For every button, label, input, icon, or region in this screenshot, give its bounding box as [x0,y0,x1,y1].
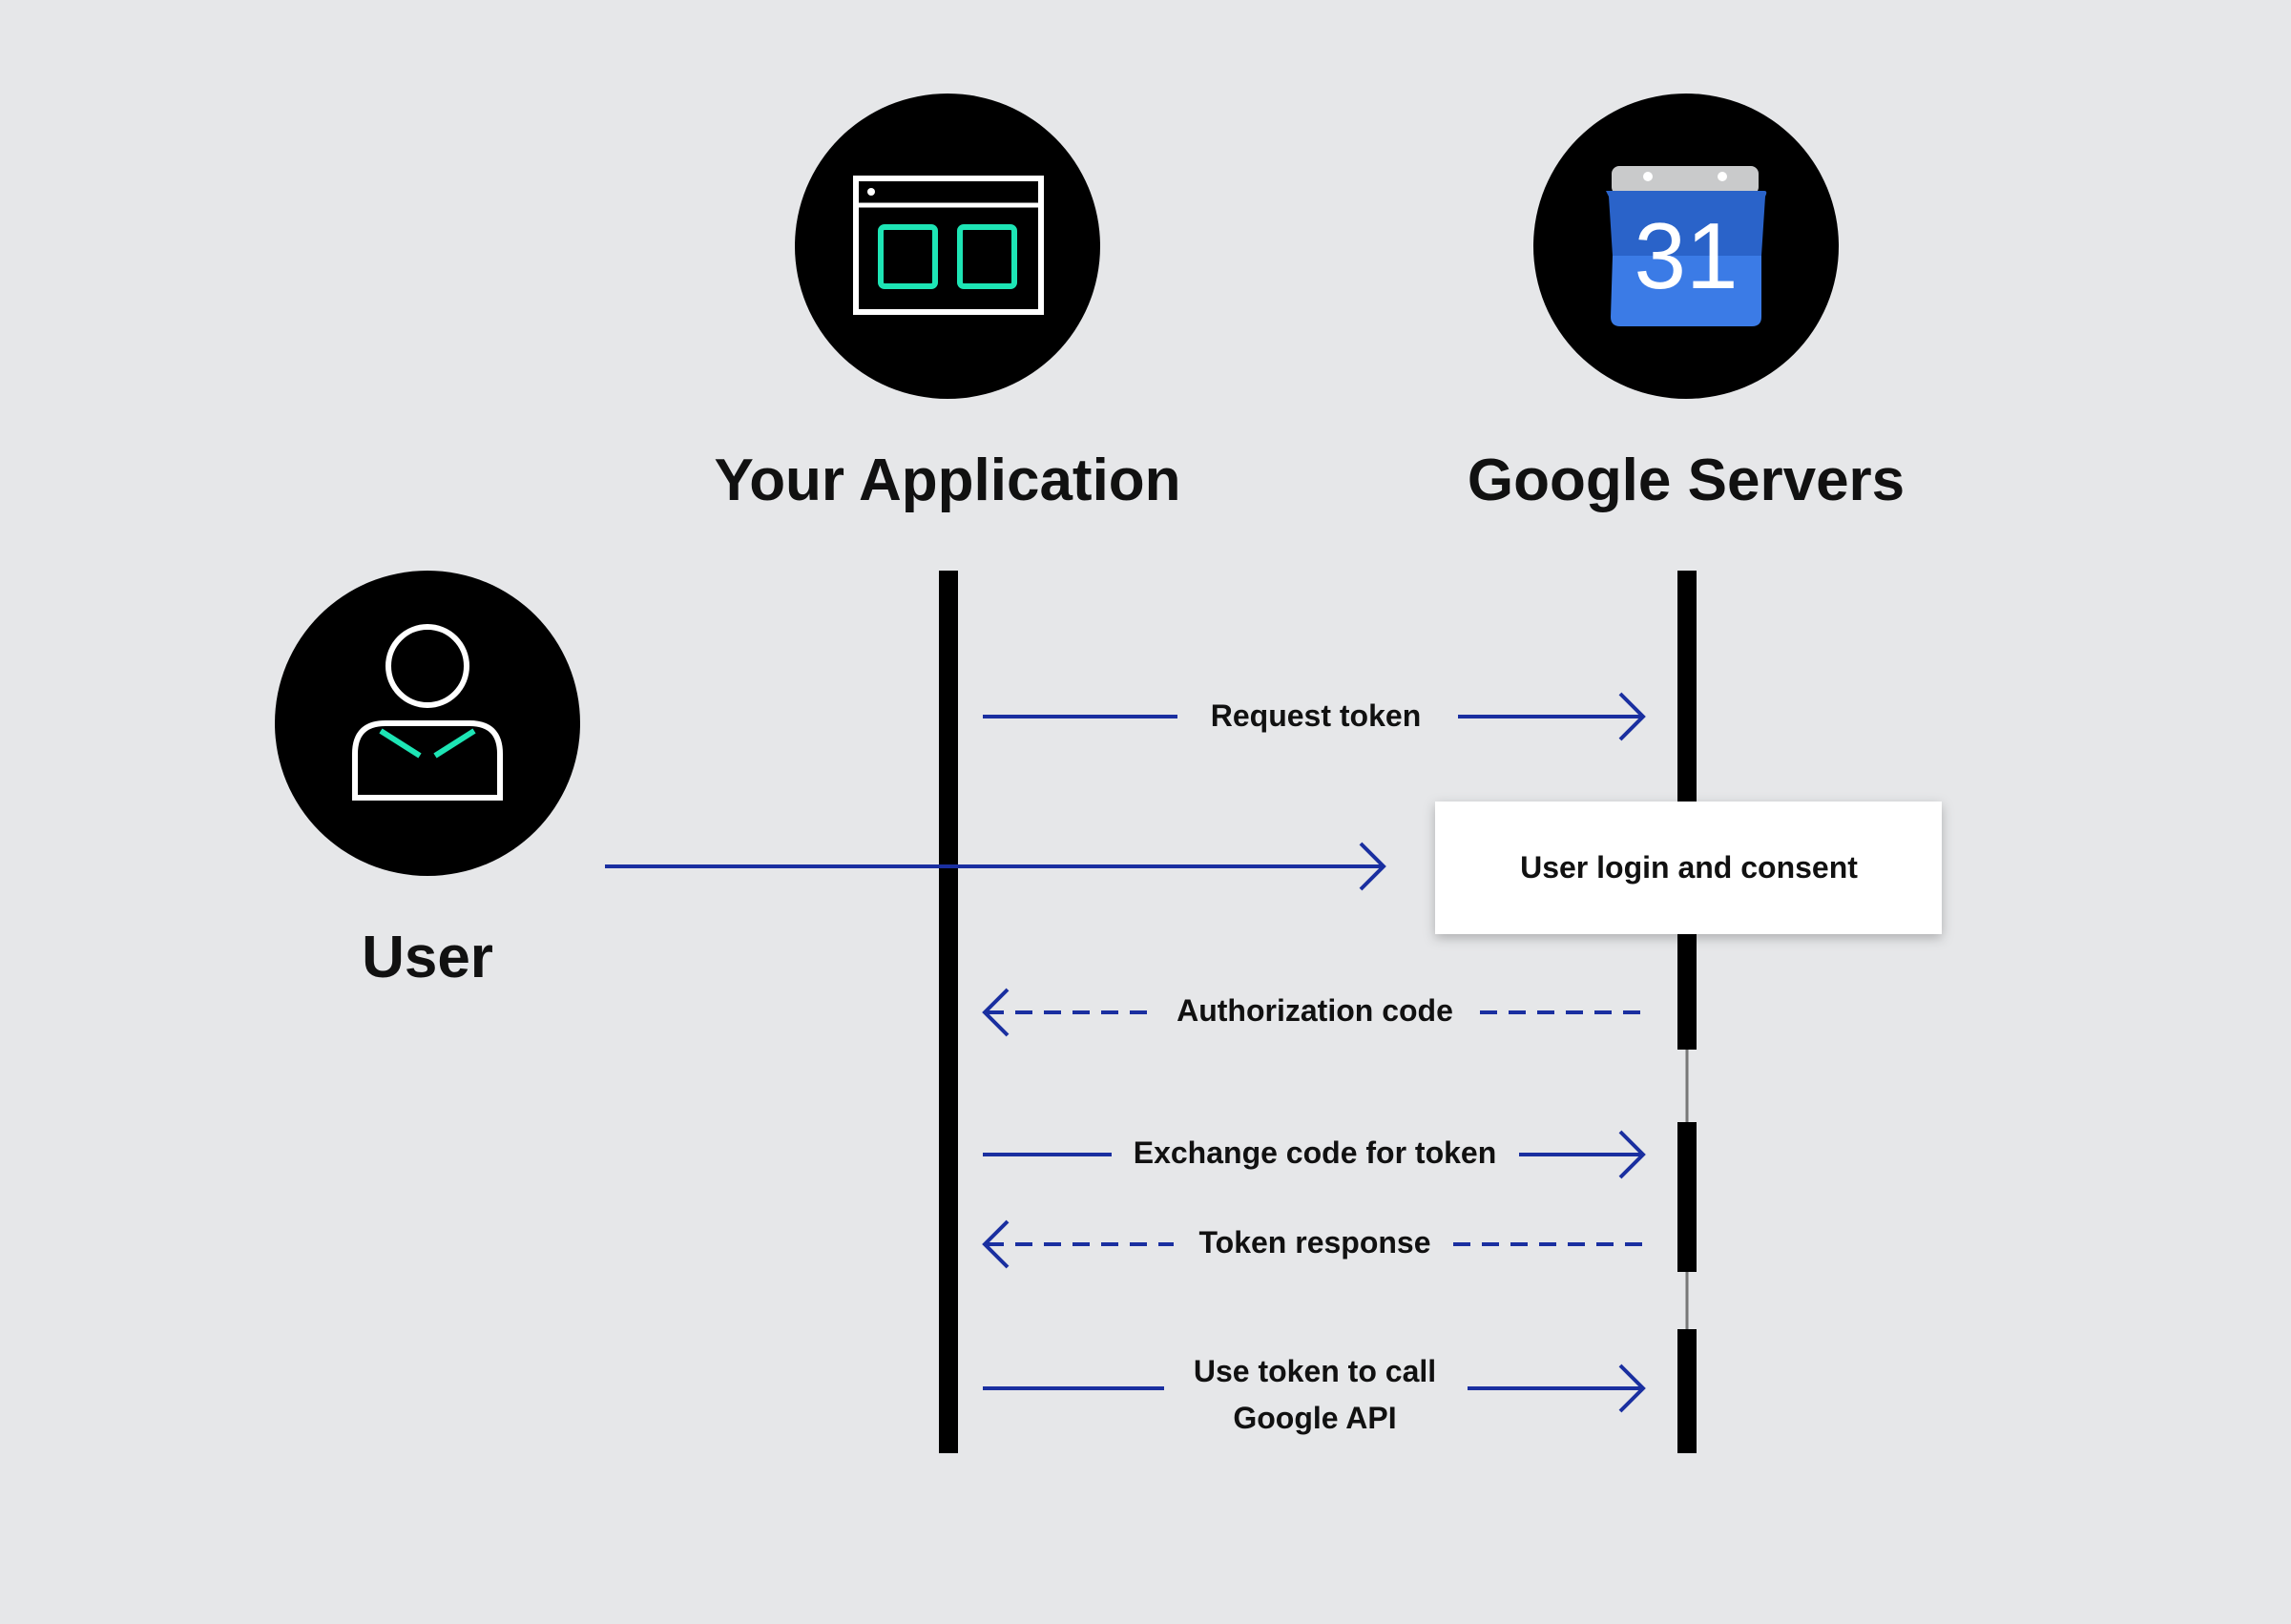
consent-box-label: User login and consent [1520,850,1858,885]
use-token-label-line2: Google API [1233,1401,1396,1435]
consent-box: User login and consent [1435,802,1942,934]
app-node [795,94,1100,399]
calendar-day: 31 [1634,203,1738,308]
authorization-code-label: Authorization code [1177,993,1453,1028]
exchange-code-arrow [983,1130,1646,1179]
user-icon [352,624,503,801]
user-login-arrow [605,842,1386,891]
google-lifeline [1677,571,1697,1453]
use-token-label-line1: Use token to call [1194,1354,1436,1388]
use-token-arrow [983,1364,1646,1413]
exchange-code-label: Exchange code for token [1134,1135,1497,1170]
request-token-label: Request token [1211,698,1421,733]
google-calendar-icon: 31 [1606,166,1767,326]
user-label: User [362,925,493,990]
google-node: 31 [1533,94,1839,399]
app-lifeline [939,571,958,1453]
token-response-label: Token response [1198,1225,1430,1260]
request-token-arrow [983,692,1646,741]
app-label: Your Application [714,448,1180,513]
user-node [275,571,580,876]
token-response-arrow [982,1219,1643,1269]
google-label: Google Servers [1468,448,1905,513]
authorization-code-arrow [982,988,1643,1037]
browser-window-icon [853,176,1044,315]
